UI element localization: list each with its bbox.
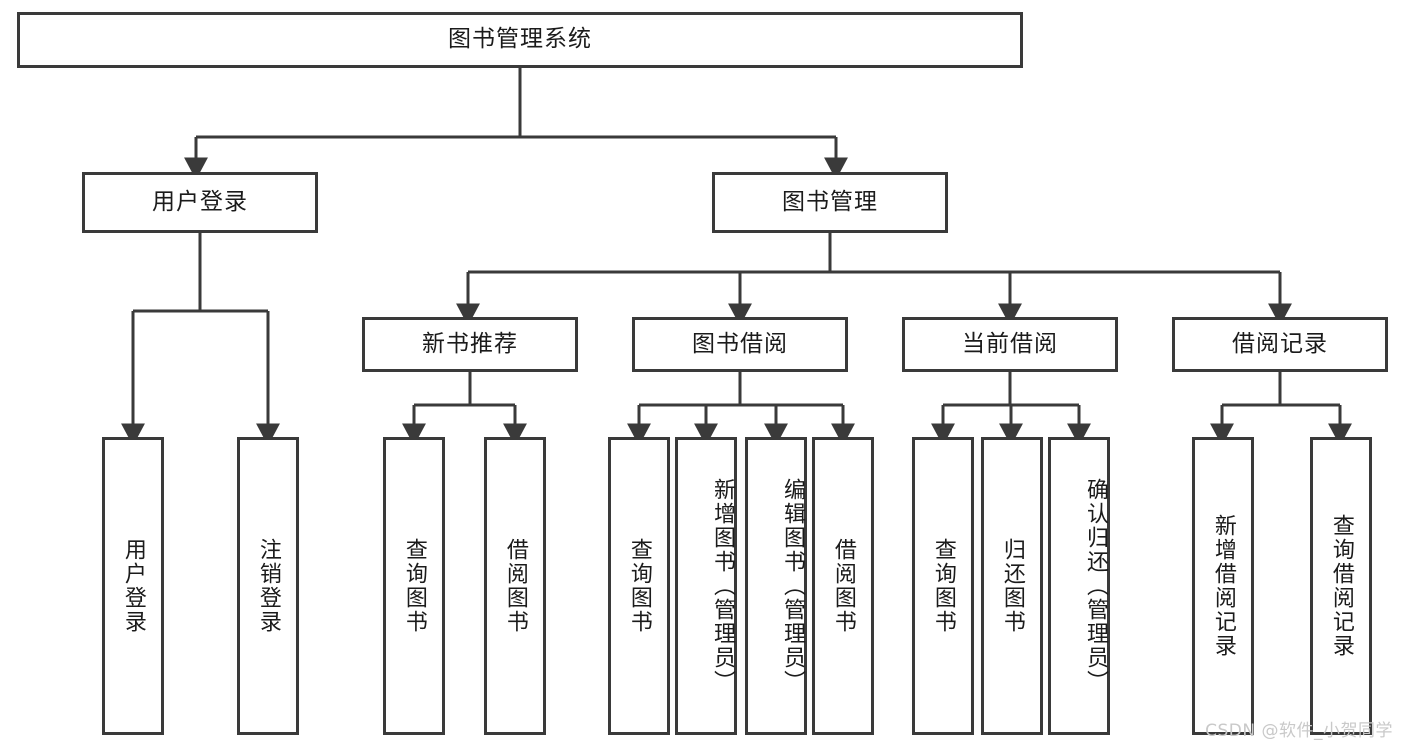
node-label: 新增图书（管理员）: [710, 478, 735, 694]
leaf-recommend-borrow-book[interactable]: 借阅图书: [484, 437, 546, 735]
node-current-borrow[interactable]: 当前借阅: [902, 317, 1118, 372]
leaf-user-login-logout[interactable]: 注销登录: [237, 437, 299, 735]
node-label: 编辑图书（管理员）: [780, 478, 805, 694]
leaf-current-confirm-return-admin[interactable]: 确认归还（管理员）: [1048, 437, 1110, 735]
leaf-current-query-book[interactable]: 查询图书: [912, 437, 974, 735]
node-borrow-record[interactable]: 借阅记录: [1172, 317, 1388, 372]
node-label: 当前借阅: [962, 330, 1058, 357]
node-label: 新增借阅记录: [1210, 514, 1236, 658]
leaf-borrow-query-book[interactable]: 查询图书: [608, 437, 670, 735]
node-book-borrow[interactable]: 图书借阅: [632, 317, 848, 372]
leaf-borrow-borrow-book[interactable]: 借阅图书: [812, 437, 874, 735]
node-label: 注销登录: [255, 538, 281, 634]
node-label: 借阅记录: [1232, 330, 1328, 357]
node-label: 查询图书: [930, 538, 956, 634]
watermark: CSDN @软件_小贺同学: [1205, 721, 1393, 741]
node-label: 归还图书: [999, 538, 1025, 634]
node-label: 用户登录: [120, 538, 146, 634]
leaf-record-add-record[interactable]: 新增借阅记录: [1192, 437, 1254, 735]
node-label: 新书推荐: [422, 330, 518, 357]
leaf-user-login-login[interactable]: 用户登录: [102, 437, 164, 735]
node-user-login[interactable]: 用户登录: [82, 172, 318, 233]
node-label: 确认归还（管理员）: [1083, 478, 1108, 694]
leaf-recommend-query-book[interactable]: 查询图书: [383, 437, 445, 735]
leaf-borrow-edit-book-admin[interactable]: 编辑图书（管理员）: [745, 437, 807, 735]
node-label: 图书管理系统: [448, 26, 592, 53]
leaf-record-query-record[interactable]: 查询借阅记录: [1310, 437, 1372, 735]
node-label: 借阅图书: [502, 538, 528, 634]
node-label: 用户登录: [152, 188, 248, 215]
node-root-book-management-system[interactable]: 图书管理系统: [17, 12, 1023, 68]
node-label: 借阅图书: [830, 538, 856, 634]
node-label: 查询图书: [401, 538, 427, 634]
node-new-book-recommend[interactable]: 新书推荐: [362, 317, 578, 372]
node-label: 查询借阅记录: [1328, 514, 1354, 658]
node-book-management[interactable]: 图书管理: [712, 172, 948, 233]
leaf-current-return-book[interactable]: 归还图书: [981, 437, 1043, 735]
leaf-borrow-add-book-admin[interactable]: 新增图书（管理员）: [675, 437, 737, 735]
node-label: 图书借阅: [692, 330, 788, 357]
node-label: 查询图书: [626, 538, 652, 634]
node-label: 图书管理: [782, 188, 878, 215]
